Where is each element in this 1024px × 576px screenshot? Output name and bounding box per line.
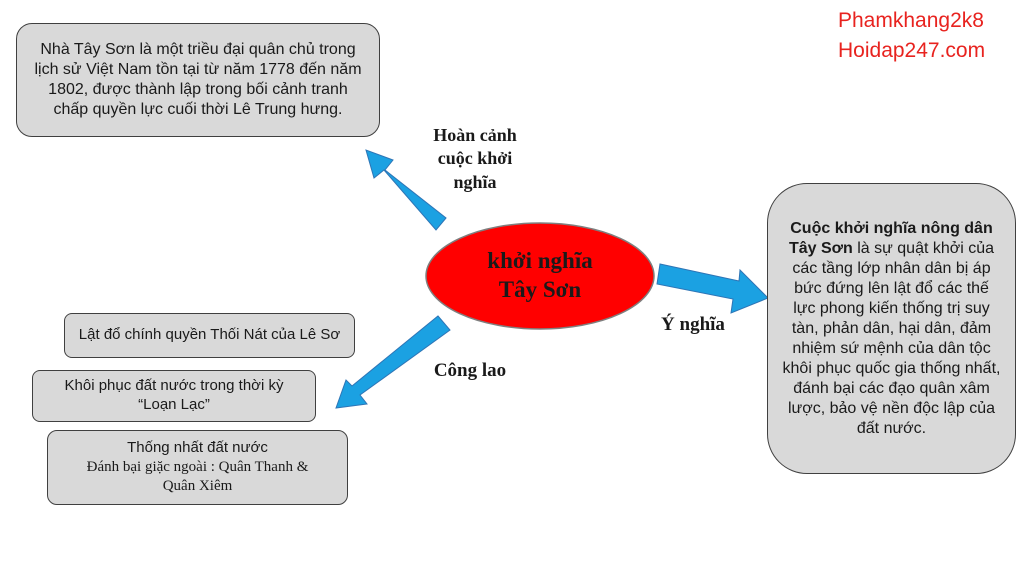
- merit-item-3-line3: Quân Xiêm: [162, 477, 233, 494]
- watermark-line2: Hoidap247.com: [838, 39, 986, 63]
- arrow-to-merit: [335, 315, 451, 409]
- arrow-to-context: [365, 149, 447, 231]
- center-title: khởi nghĩa Tây Sơn: [425, 222, 655, 330]
- center-title-line2: Tây Sơn: [498, 277, 582, 302]
- merit-item-2: Khôi phục đất nước trong thời kỳ “Loạn L…: [32, 370, 316, 422]
- merit-item-2-line1: Khôi phục đất nước trong thời kỳ: [64, 377, 284, 395]
- meaning-text: Cuộc khởi nghĩa nông dân Tây Sơn là sự q…: [782, 219, 1001, 439]
- context-label: Hoàn cảnh cuộc khởi nghĩa: [420, 124, 530, 194]
- meaning-label: Ý nghĩa: [661, 314, 725, 335]
- merit-item-3: Thống nhất đất nước Đánh bại giặc ngoài …: [47, 430, 348, 505]
- meaning-text-bold: Cuộc khởi nghĩa nông dân Tây Sơn: [788, 219, 993, 257]
- merit-item-3-line1: Thống nhất đất nước: [127, 439, 268, 457]
- merit-item-3-line2: Đánh bại giặc ngoài : Quân Thanh &: [86, 459, 309, 476]
- arrow-to-meaning: [656, 263, 769, 314]
- context-label-line1: Hoàn cảnh: [433, 125, 517, 145]
- center-title-line1: khởi nghĩa: [487, 248, 593, 274]
- meaning-box: Cuộc khởi nghĩa nông dân Tây Sơn là sự q…: [767, 183, 1016, 474]
- merit-label: Công lao: [433, 360, 507, 381]
- meaning-text-rest: là sự quật khởi của các tầng lớp nhân dâ…: [782, 239, 1001, 437]
- merit-item-1-text: Lật đổ chính quyền Thối Nát của Lê Sơ: [78, 326, 341, 344]
- merit-item-2-line2: “Loạn Lạc”: [138, 396, 210, 413]
- context-text: Nhà Tây Sơn là một triều đại quân chủ tr…: [34, 41, 362, 118]
- context-box: Nhà Tây Sơn là một triều đại quân chủ tr…: [16, 23, 380, 137]
- watermark: Phamkhang2k8 Hoidap247.com: [838, 6, 985, 67]
- center-ellipse: [425, 222, 655, 330]
- context-label-line3: nghĩa: [453, 171, 497, 192]
- merit-item-1: Lật đổ chính quyền Thối Nát của Lê Sơ: [64, 313, 355, 358]
- context-label-line2: cuộc khởi: [437, 148, 513, 169]
- watermark-line1: Phamkhang2k8: [838, 9, 984, 32]
